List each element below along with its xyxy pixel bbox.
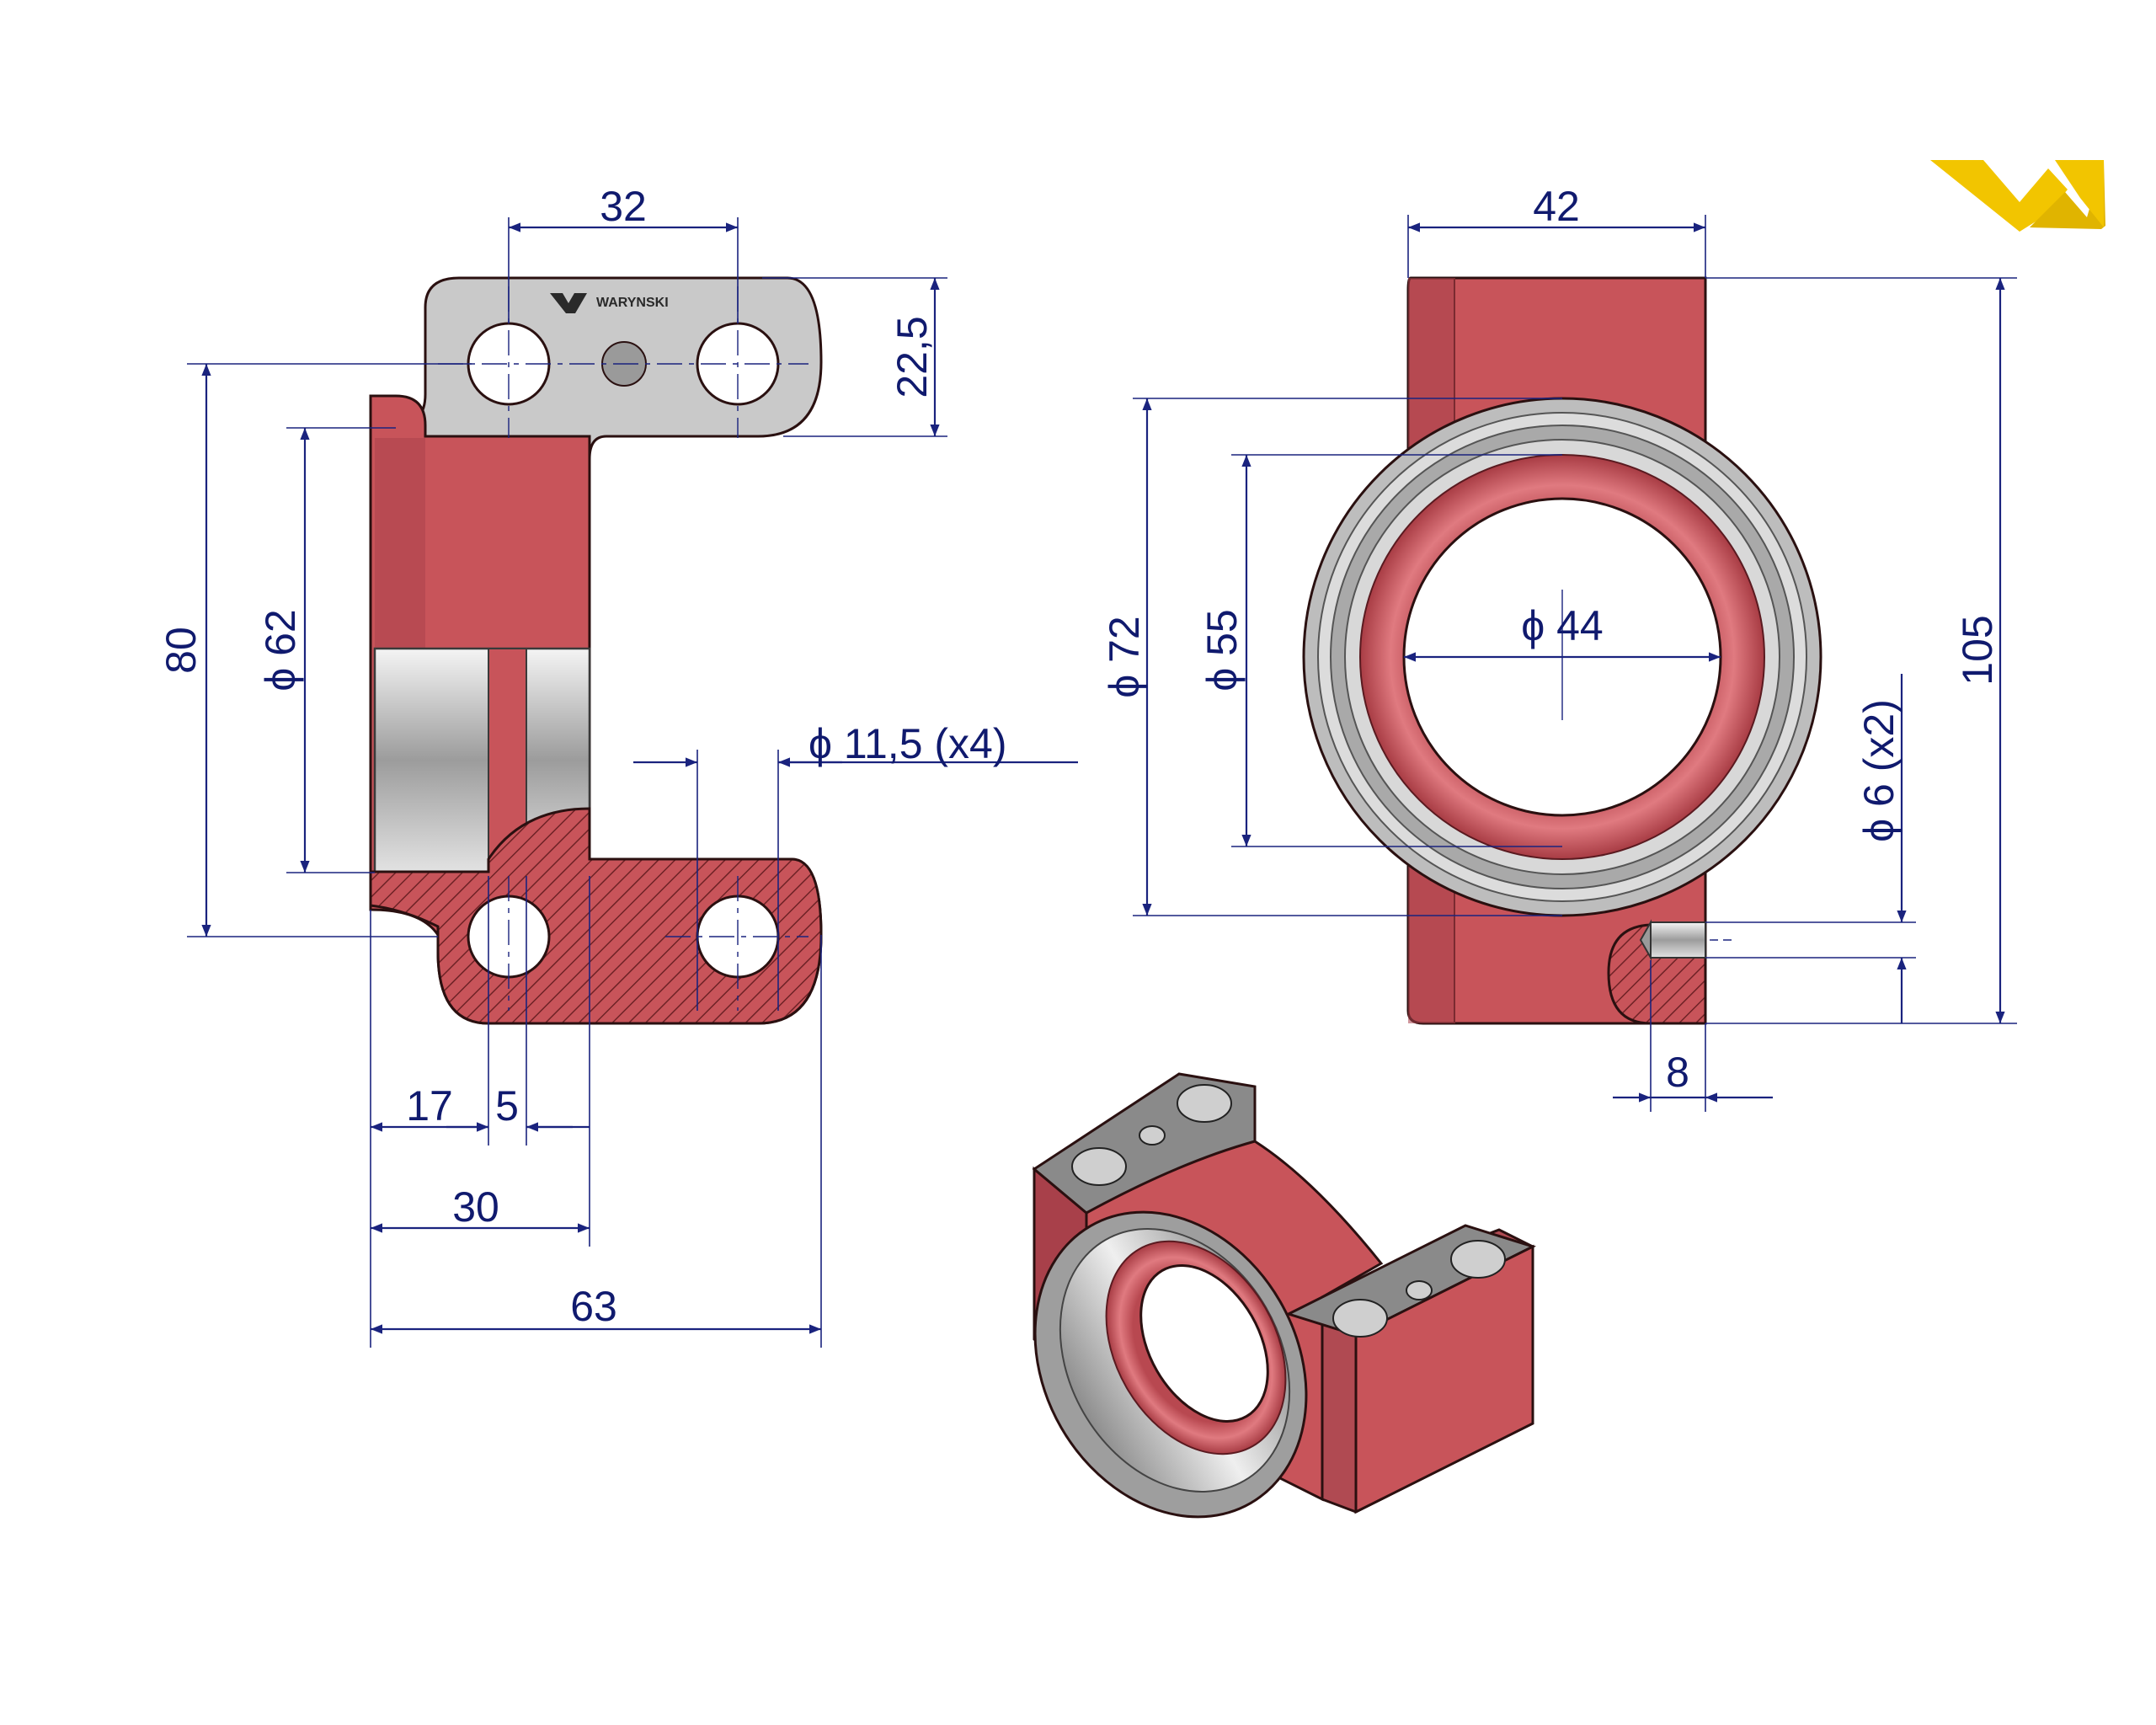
- dim-phi-62: ϕ 62: [257, 609, 304, 692]
- engraving: WARYNSKI: [550, 293, 669, 313]
- dim-phi-72: ϕ 72: [1101, 616, 1148, 698]
- dim-32: 32: [600, 183, 647, 230]
- dim-phi-6: ϕ 6 (x2): [1855, 699, 1903, 842]
- svg-text:WARYNSKI: WARYNSKI: [596, 296, 669, 310]
- dim-22-5: 22,5: [889, 316, 936, 398]
- dim-phi-44: ϕ 44: [1521, 602, 1604, 649]
- dim-5: 5: [495, 1082, 519, 1130]
- dim-17: 17: [406, 1082, 453, 1130]
- dim-phi-55: ϕ 55: [1198, 609, 1246, 692]
- dim-30: 30: [452, 1183, 499, 1231]
- isometric-view: [1032, 1072, 1536, 1519]
- dim-42: 42: [1533, 183, 1580, 230]
- dim-105: 105: [1954, 615, 2001, 685]
- dim-phi-11-5: ϕ 11,5 (x4): [808, 720, 1007, 767]
- hatched-section: [369, 807, 823, 1025]
- dim-8: 8: [1666, 1049, 1689, 1096]
- dim-80: 80: [157, 627, 205, 674]
- front-view: 42 105 ϕ 72 ϕ 55 ϕ 44 ϕ 6 (x2) 8: [1101, 183, 2017, 1112]
- dim-63: 63: [570, 1283, 617, 1330]
- side-view: WARYNSKI: [157, 183, 1078, 1348]
- pin: [1650, 921, 1706, 959]
- w-logo-icon: [1930, 160, 2105, 232]
